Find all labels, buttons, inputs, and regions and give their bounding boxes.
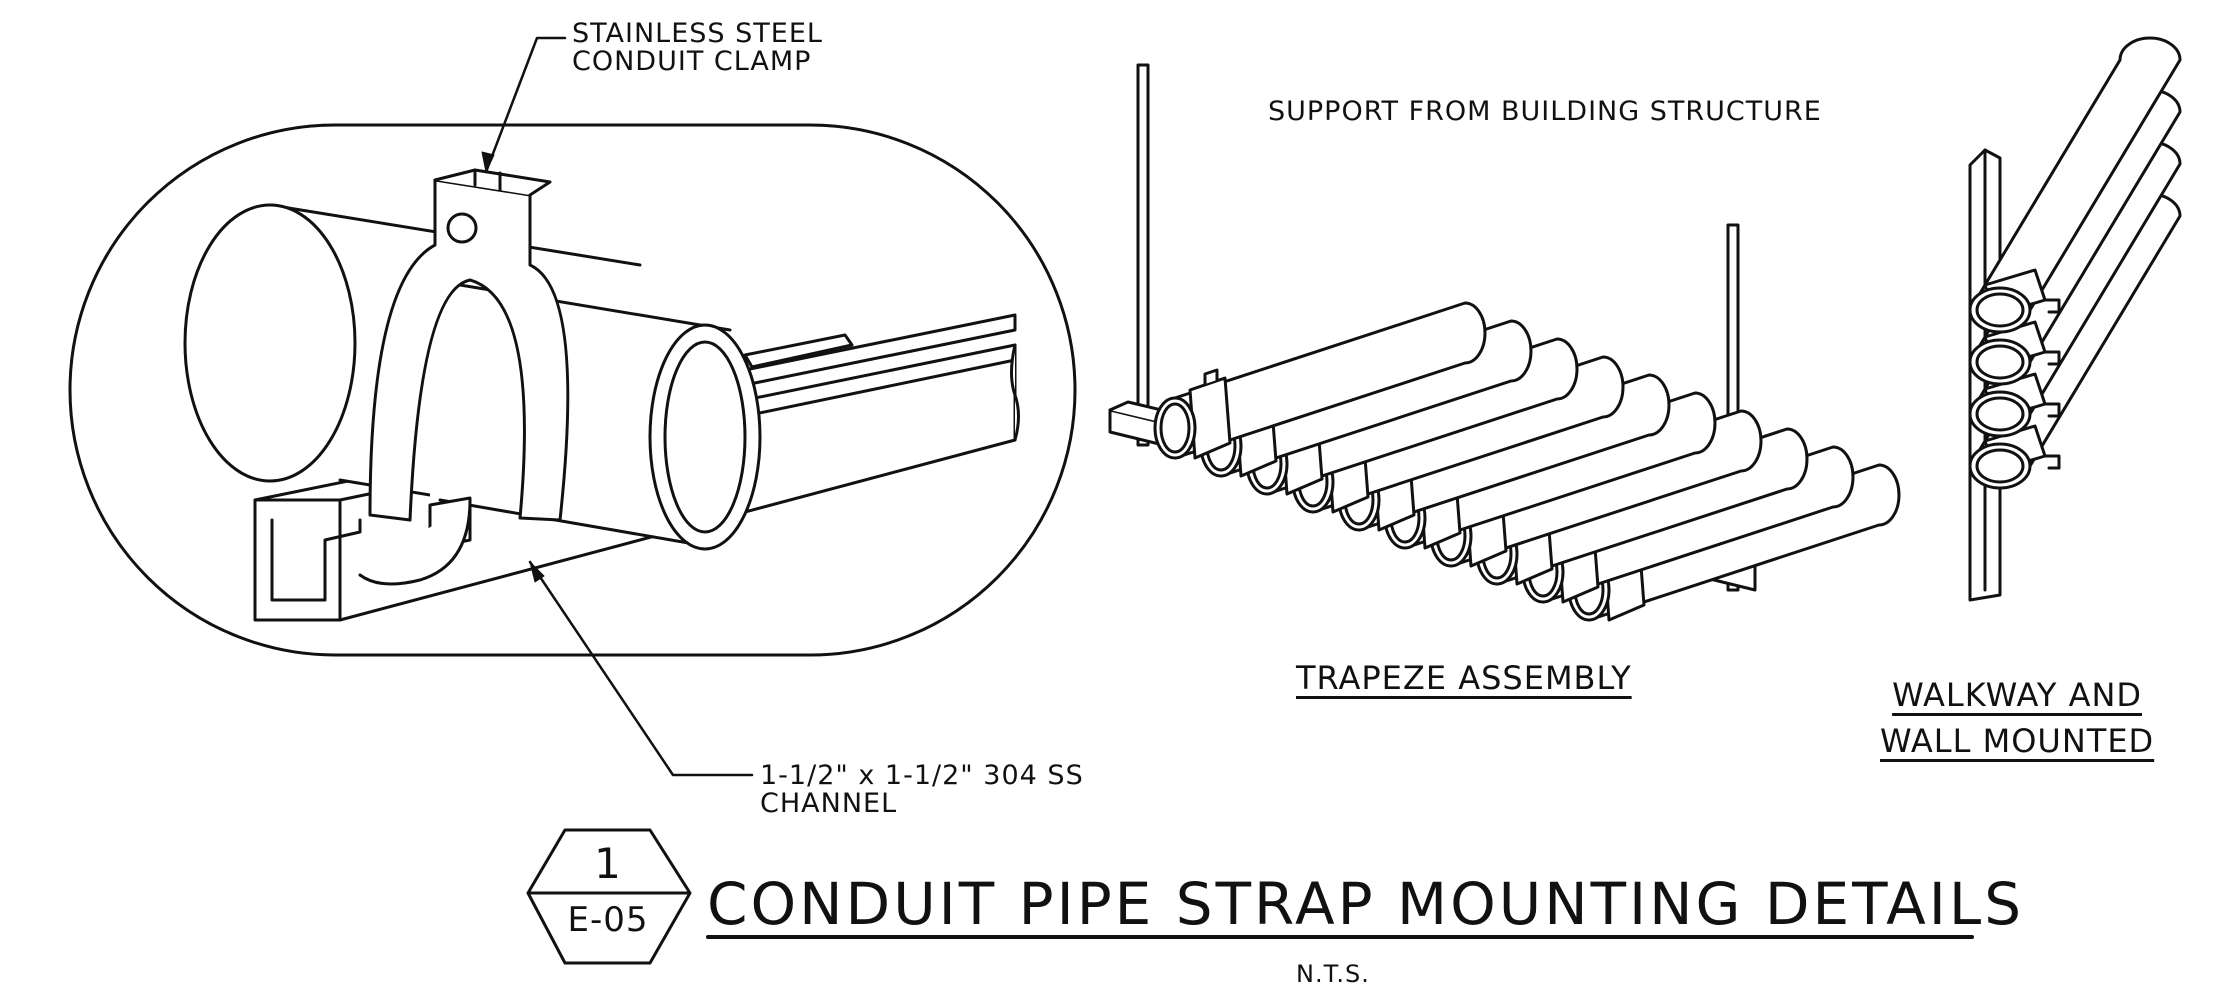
walkway-label-line1: WALKWAY AND [1892,676,2143,714]
conduit-pipe [183,203,762,551]
clamp-detail [68,36,1077,777]
walkway-label-line2: WALL MOUNTED [1880,722,2155,761]
conduit-clamp [358,168,570,586]
title-block [526,828,1974,965]
channel-label-line2: CHANNEL [760,788,898,820]
detail-sheet: E-05 [567,900,649,940]
clamp-label-line2: CONDUIT CLAMP [572,46,812,78]
trapeze-conduits [1153,301,1901,622]
conduit-end-inner [663,340,747,534]
hanger-rod-left [1136,63,1150,447]
trapeze-label: TRAPEZE ASSEMBLY [1296,659,1632,697]
detail-number: 1 [594,839,622,888]
clamp-label-line1: STAINLESS STEEL [572,18,823,49]
wall-conduits [1968,36,2182,490]
wall-conduit [1968,36,2182,334]
detail-hexagon [526,828,692,965]
trapeze-clamp [1188,376,1232,460]
drawing-title: CONDUIT PIPE STRAP MOUNTING DETAILS [707,870,2025,938]
clamp-label: STAINLESS STEEL CONDUIT CLAMP [572,18,823,78]
support-label: SUPPORT FROM BUILDING STRUCTURE [1268,96,1822,127]
channel-leader-arrow [529,561,545,583]
channel-leader [528,560,754,777]
channel-label-line1: 1-1/2" x 1-1/2" 304 SS [760,760,1084,791]
scale-note: N.T.S. [1296,960,1370,988]
walkway-label: WALKWAY AND WALL MOUNTED [1880,672,2154,765]
clamp-leader-arrow [481,151,495,173]
clamp-leader [484,36,567,174]
trapeze-conduit [1153,301,1487,460]
clamp-bolt [446,212,478,244]
trapeze-assembly [1108,63,1901,622]
wall-mounted-assembly [1968,36,2182,602]
hanger-rod-right [1726,223,1740,592]
detail-callout-bubble [68,123,1077,657]
channel-label: 1-1/2" x 1-1/2" 304 SS CHANNEL [760,760,1084,820]
